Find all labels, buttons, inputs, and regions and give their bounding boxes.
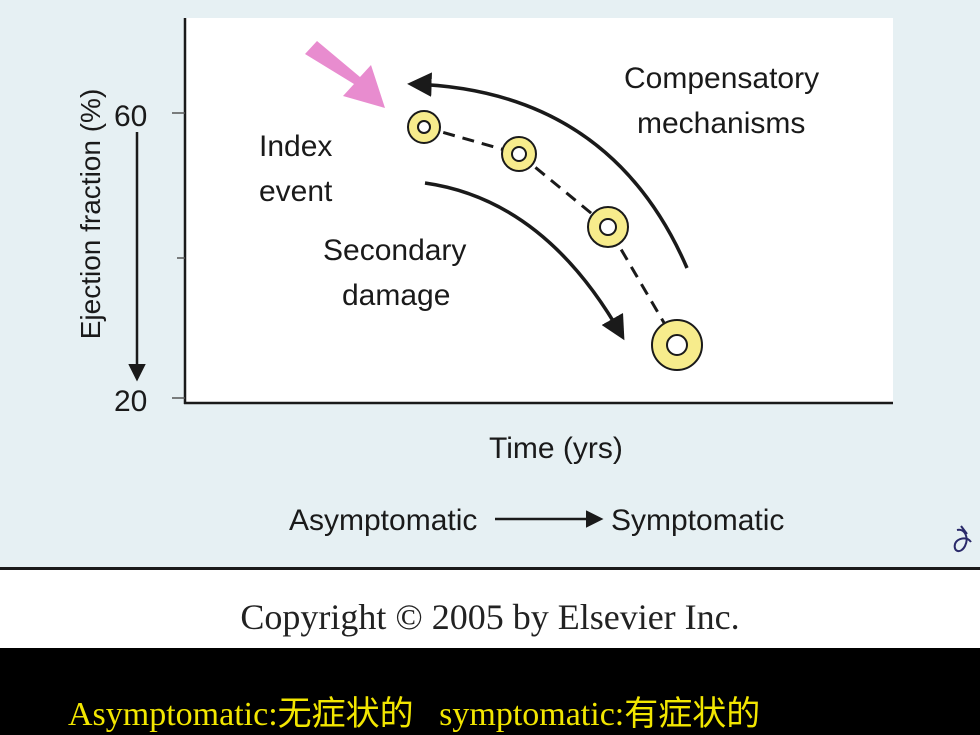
caption-text: Asymptomatic:无症状的 symptomatic:有症状的 — [68, 696, 761, 733]
caption-bar — [0, 648, 980, 735]
progression-end-label: Symptomatic — [611, 504, 784, 537]
index-event-label-line1: Index — [259, 130, 332, 163]
marker-ring-1 — [407, 110, 441, 144]
secondary-damage-label-line2: damage — [342, 279, 450, 312]
ejection-fraction-diagram: 60 20 Ejection fraction (%) — [75, 18, 972, 552]
y-axis-label: Ejection fraction (%) — [75, 89, 106, 340]
plot-area — [185, 18, 893, 403]
figure-panel: 60 20 Ejection fraction (%) — [0, 0, 980, 570]
progression-dashed-path — [423, 125, 679, 346]
copyright-notice: Copyright © 2005 by Elsevier Inc. — [240, 597, 740, 637]
index-event-label-line2: event — [259, 175, 333, 208]
secondary-damage-label-line1: Secondary — [323, 234, 466, 267]
compensatory-arrow — [407, 72, 689, 269]
y-tick-label-60: 60 — [114, 100, 147, 133]
marker-ring-3 — [587, 206, 629, 248]
index-event-arrow-icon — [305, 41, 385, 108]
progression-start-label: Asymptomatic — [289, 504, 477, 537]
marker-ring-2 — [501, 136, 537, 172]
publisher-logo-icon — [953, 525, 972, 552]
compensatory-label-line1: Compensatory — [624, 62, 819, 95]
compensatory-label-line2: mechanisms — [637, 107, 805, 140]
y-tick-label-20: 20 — [114, 385, 147, 418]
secondary-damage-arrow — [424, 181, 625, 341]
x-axis-label: Time (yrs) — [489, 432, 623, 465]
marker-ring-4 — [651, 319, 703, 371]
